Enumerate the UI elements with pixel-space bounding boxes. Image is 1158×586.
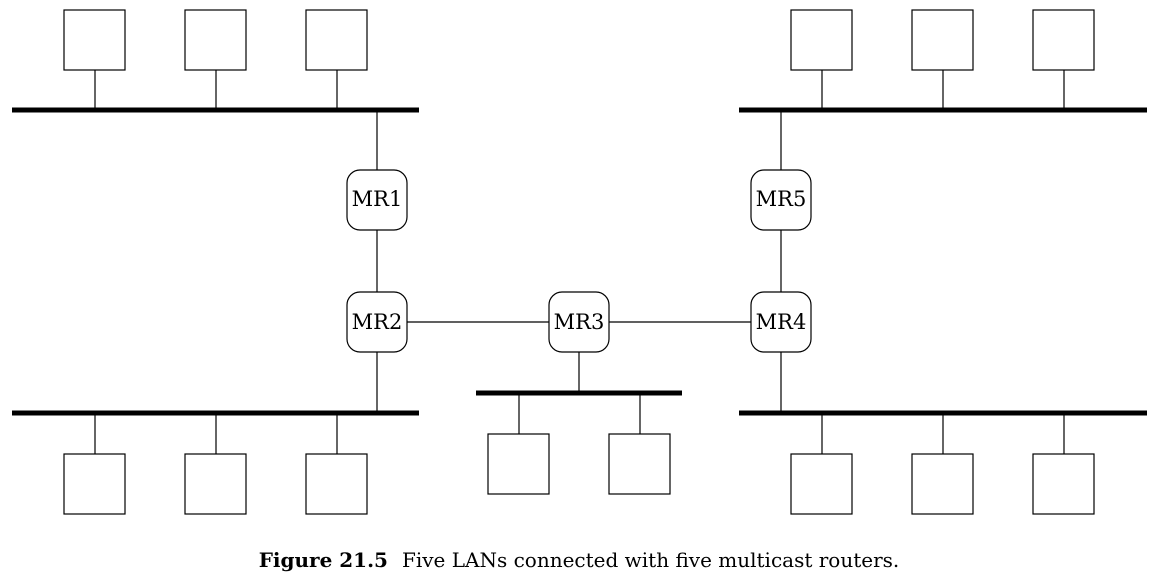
lan-bottom-left [12,410,419,515]
host [911,9,974,71]
router-links [376,110,782,413]
multicast-network-diagram: MR1 MR2 MR3 MR4 MR5 [12,9,1147,515]
router-label: MR3 [554,310,605,334]
router-box [346,169,408,231]
figure-caption-text: Five LANs connected with five multicast … [401,548,900,572]
host [63,453,126,515]
host [305,453,368,515]
router-box [750,169,812,231]
host [790,453,853,515]
host [608,433,671,495]
host [1032,9,1095,71]
router-label: MR1 [352,187,403,211]
lan-top-left [12,9,419,113]
router-box [750,291,812,353]
host [184,453,247,515]
lan-bottom-middle [476,390,682,495]
router-mr3: MR3 [548,291,610,353]
router-mr4: MR4 [750,291,812,353]
router-box [346,291,408,353]
host [1032,453,1095,515]
figure-caption: Figure 21.5 Five LANs connected with five… [0,548,1158,572]
host [911,453,974,515]
host [487,433,550,495]
router-mr5: MR5 [750,169,812,231]
router-label: MR5 [756,187,807,211]
router-mr1: MR1 [346,169,408,231]
figure-number: Figure 21.5 [258,548,388,572]
router-mr2: MR2 [346,291,408,353]
host [63,9,126,71]
router-label: MR2 [352,310,403,334]
router-label: MR4 [756,310,807,334]
host [790,9,853,71]
host [184,9,247,71]
host [305,9,368,71]
lan-top-right [739,9,1147,113]
router-box [548,291,610,353]
lan-bottom-right [739,410,1147,515]
